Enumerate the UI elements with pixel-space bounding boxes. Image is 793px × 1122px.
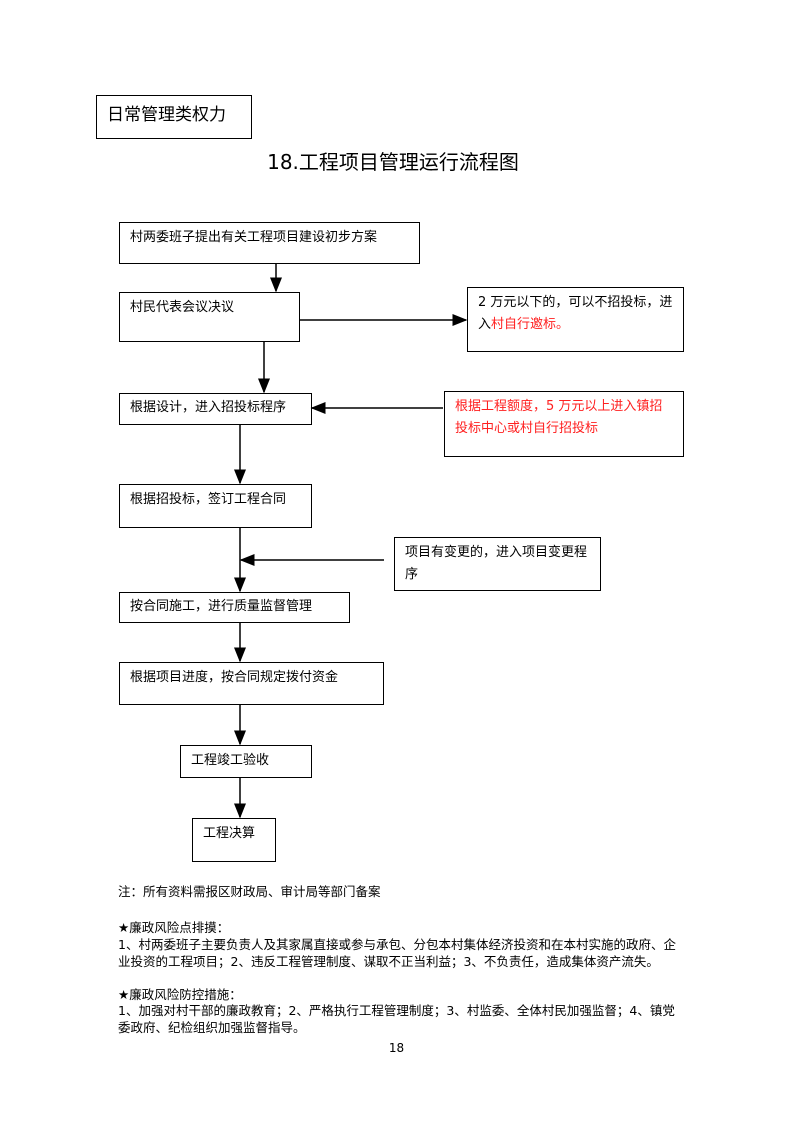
side-note-text: 2 万元以下的，可以不招投标，进入: [478, 295, 673, 332]
side-note-change: 项目有变更的，进入项目变更程序: [394, 537, 601, 591]
step-proposal: 村两委班子提出有关工程项目建设初步方案: [119, 222, 420, 264]
risk-title: ★廉政风险点排摸：: [118, 920, 230, 935]
filing-note: 注：所有资料需报区财政局、审计局等部门备案: [118, 884, 381, 899]
step-payment: 根据项目进度，按合同规定拨付资金: [119, 662, 384, 705]
side-note-small-project: 2 万元以下的，可以不招投标，进入村自行邀标。: [467, 287, 684, 352]
category-label: 日常管理类权力: [96, 95, 252, 139]
page-title: 18.工程项目管理运行流程图: [267, 150, 519, 174]
control-title: ★廉政风险防控措施：: [118, 987, 242, 1002]
page-number: 18: [388, 1041, 405, 1055]
side-note-highlight: 村自行邀标。: [491, 317, 570, 332]
control-text: 1、加强对村干部的廉政教育；2、严格执行工程管理制度；3、村监委、全体村民加强监…: [118, 1003, 675, 1035]
step-villager-resolution: 村民代表会议决议: [119, 292, 300, 342]
step-settlement: 工程决算: [192, 818, 276, 862]
risk-text: 1、村两委班子主要负责人及其家属直接或参与承包、分包本村集体经济投资和在本村实施…: [118, 937, 676, 969]
step-contract: 根据招投标，签订工程合同: [119, 484, 312, 528]
step-bidding: 根据设计，进入招投标程序: [119, 393, 312, 425]
step-construction: 按合同施工，进行质量监督管理: [119, 592, 350, 623]
side-note-bidding-threshold: 根据工程额度，5 万元以上进入镇招投标中心或村自行招投标: [444, 391, 684, 457]
step-acceptance: 工程竣工验收: [180, 745, 312, 778]
